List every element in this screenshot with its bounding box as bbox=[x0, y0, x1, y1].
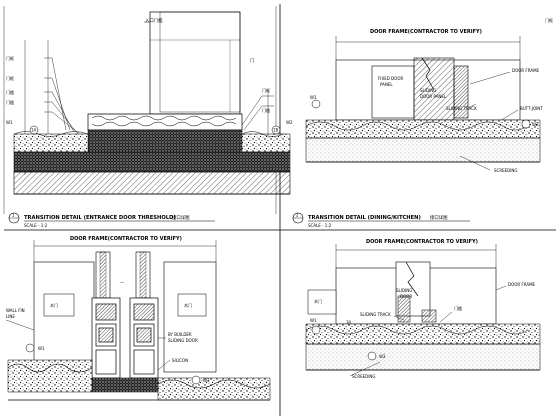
right-note: 门 bbox=[250, 57, 254, 64]
panel-sliding-door-section: DOOR FRAME(CONTRACTOR TO VERIFY) 木门 木门 —… bbox=[5, 236, 271, 401]
left-box bbox=[307, 289, 337, 315]
tag-left: W1 bbox=[38, 346, 45, 351]
fixed-panel-label-2: PANEL bbox=[380, 82, 393, 87]
fixed-door-panel bbox=[371, 65, 415, 119]
tag-left: W1 bbox=[310, 95, 317, 100]
detail-marker-number: 1 bbox=[12, 213, 15, 218]
tag-mid: W2 bbox=[379, 354, 386, 359]
left-callout-4: 门槛 bbox=[6, 99, 14, 105]
door-leaf bbox=[149, 11, 241, 115]
top-dimension-label: DOOR FRAME(CONTRACTOR TO VERIFY) bbox=[366, 239, 478, 245]
section-mark-right-label: 1B bbox=[273, 128, 279, 133]
panel-sliding-track-section: DOOR FRAME(CONTRACTOR TO VERIFY) 木门 SLID… bbox=[305, 239, 541, 379]
screeding-label: SCREEDING bbox=[494, 168, 518, 173]
top-dimension-label: DOOR FRAME(CONTRACTOR TO VERIFY) bbox=[370, 29, 482, 35]
panel-dining-kitchen: DOOR FRAME(CONTRACTOR TO VERIFY) 门框 FIXE… bbox=[292, 17, 553, 228]
tag-right: W2 bbox=[286, 120, 293, 125]
top-dimension-label: DOOR FRAME(CONTRACTOR TO VERIFY) bbox=[70, 236, 182, 242]
left-callout-2: 门框 bbox=[6, 75, 14, 81]
by-builder-label-2: SLIDING DOOR bbox=[168, 338, 198, 343]
sliding-track-label: SLIDING TRACK bbox=[360, 312, 391, 317]
caption-scale: SCALE - 1:2 bbox=[308, 223, 332, 228]
top-right-note: 门框 bbox=[545, 17, 553, 23]
fixed-panel-label-1: FIXED DOOR bbox=[378, 76, 403, 81]
section-mark-left bbox=[29, 125, 39, 135]
sliding-door-label-1: SLIDING bbox=[396, 288, 412, 293]
wall-fin-label-1: WALL FIN bbox=[6, 308, 25, 313]
section-mark-left-label: 1A bbox=[31, 128, 37, 133]
sliding-door-panel bbox=[453, 65, 469, 119]
wall-fin-label-2: LINE bbox=[6, 314, 15, 319]
caption-suffix: 接口详图 bbox=[430, 214, 448, 221]
caption-suffix: 接口详图 bbox=[172, 214, 190, 221]
right-callout-1: 门框 bbox=[262, 87, 270, 93]
panel-entrance-threshold: 入口门槛 门 门框 门框 门槛 门槛 门 bbox=[6, 11, 293, 228]
sliding-door bbox=[397, 295, 411, 323]
tag-left: W1 bbox=[6, 120, 13, 125]
dimension-30: 30 bbox=[346, 320, 352, 325]
caption-scale: SCALE - 1:2 bbox=[24, 223, 48, 228]
center-note: — bbox=[120, 280, 124, 285]
right-box bbox=[177, 293, 207, 317]
sliding-panel-label-1: SLIDING bbox=[420, 88, 436, 93]
right-callout-2: 门槛 bbox=[262, 107, 270, 113]
tag-right: W2 bbox=[532, 122, 539, 127]
detail-marker-number: 2 bbox=[296, 213, 299, 218]
left-box-label: 木门 bbox=[314, 298, 322, 304]
tag-mid: W3 bbox=[203, 378, 210, 383]
sliding-panel-label-2: DOOR PANEL bbox=[420, 94, 447, 99]
door-frame-label: DOOR FRAME bbox=[512, 68, 540, 73]
tag-left: W1 bbox=[310, 318, 317, 323]
left-box-label: 木门 bbox=[50, 302, 58, 308]
silicon-label: SILICON bbox=[172, 358, 188, 363]
sliding-door-profile bbox=[91, 297, 159, 379]
left-box bbox=[43, 293, 75, 317]
by-builder-label-1: BY BUILDER bbox=[168, 332, 192, 337]
sliding-track-label: SLIDING TRACK bbox=[446, 106, 477, 111]
screeding-label: SCREEDING bbox=[352, 374, 376, 379]
right-box-label: 木门 bbox=[184, 302, 192, 308]
left-callout-3: 门槛 bbox=[6, 89, 14, 95]
sliding-door-label-2: DOOR bbox=[400, 294, 412, 299]
butt-joint-label: BUTT-JOINT bbox=[520, 106, 543, 111]
section-mark-right bbox=[271, 125, 281, 135]
caption-title: TRANSITION DETAIL (ENTRANCE DOOR THRESHO… bbox=[24, 215, 176, 221]
caption-title: TRANSITION DETAIL (DINING/KITCHEN) bbox=[308, 215, 421, 221]
threshold-label: 门槛 bbox=[454, 305, 462, 311]
door-frame-label: DOOR FRAME bbox=[508, 282, 536, 287]
top-note: 入口门槛 bbox=[145, 17, 163, 24]
left-callout-1: 门框 bbox=[6, 55, 14, 61]
